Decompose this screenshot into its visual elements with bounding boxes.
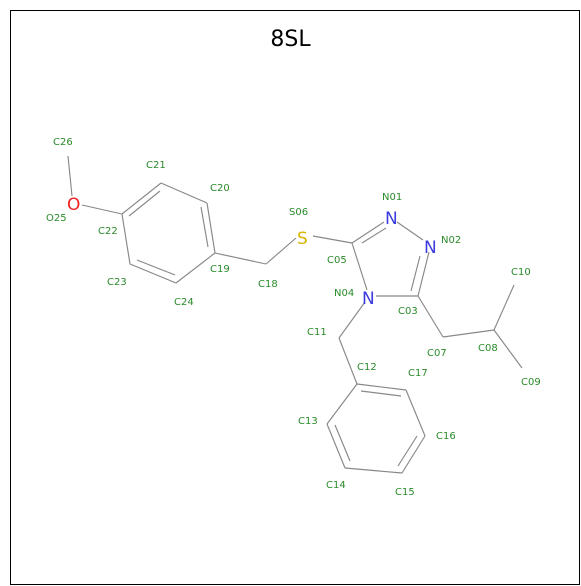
atom-s06-symbol: S <box>297 229 308 249</box>
bond-n01-n02 <box>396 221 424 241</box>
atom-label-c15: C15 <box>395 487 415 498</box>
bond-c16-c15 <box>401 435 426 474</box>
bond-c22-c23 <box>121 213 131 265</box>
atom-label-c13: C13 <box>298 416 318 427</box>
bond-c07-c08 <box>442 329 495 338</box>
atom-label-c19: C19 <box>210 264 230 275</box>
bond-c05-n01-double <box>361 227 387 244</box>
bond-c15-c14 <box>344 467 403 474</box>
bond-c14-c13 <box>326 423 346 469</box>
bond-c24-c19 <box>175 252 216 284</box>
atom-label-c17: C17 <box>408 368 428 379</box>
bond-c08-c10 <box>493 284 515 331</box>
atom-o25-symbol: O <box>67 195 80 215</box>
atom-label-c26: C26 <box>53 137 73 148</box>
atom-label-c10: C10 <box>511 267 531 278</box>
bond-c08-c09 <box>493 329 523 369</box>
bond-n04-c11 <box>338 301 366 339</box>
atom-label-c16: C16 <box>436 431 456 442</box>
bond-c21-c22 <box>121 182 162 215</box>
element-symbols: N N N S O <box>67 195 437 309</box>
atom-label-c08: C08 <box>478 343 498 354</box>
atom-label-n04: N04 <box>334 288 354 299</box>
bond-n02-c03-double <box>410 255 421 292</box>
atom-label-c05: C05 <box>327 255 347 266</box>
bond-c14-c13-inner <box>334 424 351 462</box>
bond-c19-c20-inner <box>200 206 209 248</box>
bond-c13-c12 <box>326 383 358 425</box>
bond-c20-c21 <box>160 182 208 204</box>
atom-label-c22: C22 <box>98 226 118 237</box>
atom-label-c09: C09 <box>521 377 541 388</box>
atom-label-c14: C14 <box>326 480 346 491</box>
atom-label-o25: O25 <box>46 213 67 224</box>
bond-c11-c12 <box>338 337 358 385</box>
molecule-title: 8SL <box>270 27 311 52</box>
atom-n02-symbol: N <box>424 238 437 258</box>
bond-n04-c05 <box>351 242 368 291</box>
atom-label-c07: C07 <box>427 348 447 359</box>
bond-c03-c07 <box>417 295 444 338</box>
atom-label-c03: C03 <box>398 306 418 317</box>
bond-c21-c22-inner <box>128 190 161 217</box>
atom-labels: N01 N02 C03 N04 C05 S06 C07 C08 C09 C10 … <box>46 137 541 498</box>
bond-o25-c26 <box>67 155 73 197</box>
atom-label-c23: C23 <box>107 277 127 288</box>
atom-label-c18: C18 <box>258 279 278 290</box>
bond-c17-c16 <box>405 389 426 437</box>
atom-n04-symbol: N <box>362 289 375 309</box>
bond-c23-c24-inner <box>136 259 176 276</box>
bond-c19-c20 <box>206 202 216 254</box>
bond-c05-n01 <box>351 221 385 244</box>
atom-label-c12: C12 <box>357 362 377 373</box>
bond-c22-o25 <box>81 204 123 215</box>
atom-label-n01: N01 <box>382 192 402 203</box>
bond-n02-c03 <box>417 251 430 297</box>
bond-c12-c17-inner <box>360 390 402 397</box>
atom-label-c11: C11 <box>307 327 327 338</box>
bond-c18-c19 <box>214 252 267 265</box>
atom-label-c20: C20 <box>210 183 230 194</box>
bond-c23-c24 <box>129 263 177 284</box>
bond-c16-c15-inner <box>397 435 418 467</box>
atom-label-s06: S06 <box>289 207 308 218</box>
atom-n01-symbol: N <box>385 209 398 229</box>
atom-label-n02: N02 <box>441 235 461 246</box>
diagram-frame <box>10 10 580 585</box>
bond-c12-c17 <box>356 383 407 391</box>
bond-s06-c18 <box>265 237 297 265</box>
bonds <box>67 155 523 474</box>
atom-label-c21: C21 <box>146 160 166 171</box>
bond-c05-s06 <box>312 235 353 244</box>
atom-label-c24: C24 <box>174 297 194 308</box>
